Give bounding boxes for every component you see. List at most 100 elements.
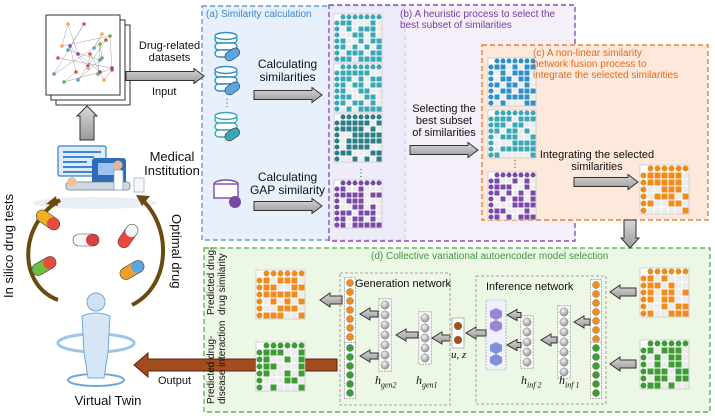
input-sim-matrix	[639, 267, 690, 318]
sim-matrix-2-cell	[370, 76, 376, 82]
selected-matrix-1-col-head	[506, 58, 512, 64]
fused-matrix-cell	[675, 207, 682, 214]
fused-matrix-row-head	[640, 200, 647, 207]
sim-matrix-1-row-head	[334, 20, 340, 26]
sim-matrix-1-cell	[370, 20, 376, 26]
sim-matrix-1-row-head	[334, 56, 340, 62]
sim-matrix-2-col-head	[346, 64, 352, 70]
sim-matrix-1-cell	[376, 50, 382, 56]
sim-matrix-4-cell	[376, 186, 382, 192]
predicted-sim-matrix-cell	[277, 291, 284, 298]
input-interaction-matrix-cell	[654, 375, 661, 382]
sim-matrix-1-cell	[340, 44, 346, 50]
sim-matrix-2-cell	[340, 82, 346, 88]
predicted-sim-matrix-col-head	[263, 270, 270, 277]
integrate-arrow	[573, 173, 639, 191]
sim-matrix-4-col-head	[346, 180, 352, 186]
network-node	[56, 56, 60, 60]
sim-matrix-1-cell	[370, 50, 376, 56]
fused-matrix-cell	[682, 207, 689, 214]
sim-matrix-3-cell	[340, 126, 346, 132]
input-interaction-matrix-col-head	[682, 340, 689, 347]
selected-matrix-3-cell	[524, 214, 530, 220]
sim-matrix-1-cell	[358, 50, 364, 56]
sim-matrix-3-row-head	[334, 132, 340, 138]
selected-matrix-2-cell	[530, 128, 536, 134]
selected-matrix-3-cell	[506, 202, 512, 208]
selected-matrix-2-cell	[518, 140, 524, 146]
predicted-sim-matrix-cell	[291, 291, 298, 298]
fused-matrix-cell	[682, 193, 689, 200]
pill-green	[31, 256, 57, 276]
predicted-sim-matrix-cell	[270, 291, 277, 298]
monitor-line	[63, 151, 101, 153]
sim-matrix-4-cell	[340, 192, 346, 198]
selected-matrix-3-cell	[524, 196, 530, 202]
sim-matrix-1-cell	[364, 26, 370, 32]
predicted-sim-matrix-cell	[263, 277, 270, 284]
selected-matrix-1-cell	[512, 76, 518, 82]
predicted-sim-matrix-cell	[284, 312, 291, 319]
selected-matrix-2-cell	[512, 140, 518, 146]
predicted-interaction-matrix-cell	[263, 363, 270, 370]
selected-matrix-3-cell	[494, 184, 500, 190]
sim-matrix-4-cell	[376, 204, 382, 210]
sim-matrix-4-row-head	[334, 186, 340, 192]
network-edge	[69, 45, 77, 73]
sim-matrix-1-cell	[358, 20, 364, 26]
sim-matrix-2-cell	[352, 70, 358, 76]
selected-matrix-3-row-head	[488, 196, 494, 202]
monitor-line	[63, 171, 94, 173]
sim-matrix-1-cell	[346, 56, 352, 62]
input-sim-matrix-cell	[675, 296, 682, 303]
sim-matrix-4-col-head	[352, 180, 358, 186]
selected-matrix-2-cell	[506, 140, 512, 146]
network-node	[52, 72, 56, 76]
input-interaction-matrix-cell	[675, 375, 682, 382]
selected-matrix-2-cell	[518, 134, 524, 140]
predicted-sim-matrix-row-head	[256, 305, 263, 312]
pill-red-outline	[117, 223, 139, 249]
datasets-label: Drug-related datasets	[138, 40, 201, 64]
input-sim-matrix-cell	[675, 282, 682, 289]
sim-matrix-1-cell	[370, 56, 376, 62]
sim-matrix-1-cell	[340, 20, 346, 26]
sim-matrix-2-col-head	[352, 64, 358, 70]
sim-matrix-3-col-head	[358, 114, 364, 120]
fused-matrix-cell	[654, 193, 661, 200]
pill-green-half2	[43, 256, 57, 269]
sim-matrix-1-cell	[364, 50, 370, 56]
sim-matrix-2-cell	[376, 100, 382, 106]
input-sim-matrix-cell	[675, 303, 682, 310]
input-node-col-bottom-node	[592, 389, 600, 397]
selected-matrix-1-row-head	[488, 94, 494, 100]
selected-matrix-1-cell	[494, 88, 500, 94]
h-gen1-label: hgen1	[416, 373, 438, 390]
selected-matrix-2-cell	[506, 116, 512, 122]
sim-matrix-3-cell	[364, 126, 370, 132]
sim-matrix-2-cell	[376, 88, 382, 94]
sim-matrix-3-cell	[370, 138, 376, 144]
input-interaction-matrix-row-head	[640, 368, 647, 375]
sim-matrix-2-cell	[340, 106, 346, 112]
selected-matrix-2-cell	[494, 128, 500, 134]
pill-yellow-half2	[46, 217, 60, 231]
sim-matrix-1-cell	[352, 20, 358, 26]
panel-c-title: (c) A non-linear similarity network fusi…	[533, 48, 679, 81]
uz-node	[454, 336, 462, 344]
sim-matrix-4-cell	[352, 198, 358, 204]
selected-matrix-1-cell	[494, 82, 500, 88]
sim-matrix-3-cell	[352, 126, 358, 132]
latent-hex	[490, 354, 502, 366]
fused-matrix-cell	[654, 179, 661, 186]
sim-matrix-4-cell	[346, 222, 352, 228]
sim-matrix-2-cell	[352, 94, 358, 100]
sim-matrix-1-col-head	[364, 14, 370, 20]
inf1-layer-node	[559, 337, 569, 347]
sim-matrix-4-col-head	[376, 180, 382, 186]
sim-matrix-3-col-head	[346, 114, 352, 120]
sim-matrix-3-cell	[352, 132, 358, 138]
output-node-col-bottom-node	[346, 362, 354, 370]
fused-matrix-col-head	[682, 165, 689, 172]
sim-matrix-1-col-head	[358, 14, 364, 20]
